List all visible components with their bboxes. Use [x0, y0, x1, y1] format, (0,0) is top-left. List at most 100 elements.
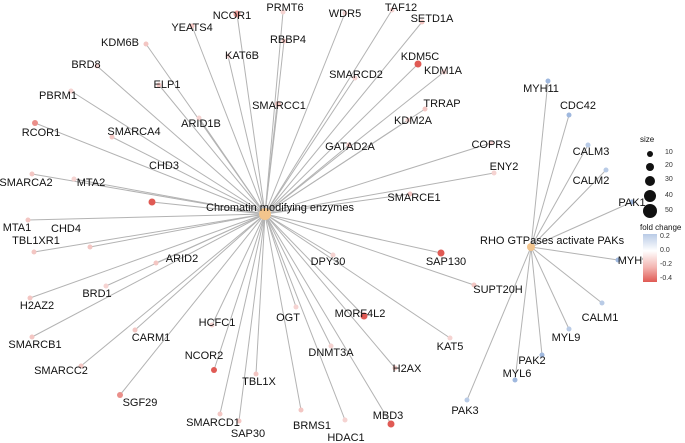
category-node-rho-gtpases-activate-paks[interactable] [527, 243, 535, 251]
gene-node-arid2[interactable] [153, 260, 159, 266]
gene-node-kdm2a[interactable] [405, 117, 411, 123]
gene-node-mta2[interactable] [71, 176, 77, 182]
gene-node-h2ax[interactable] [392, 365, 398, 371]
gene-node-mta1[interactable] [25, 217, 31, 223]
gene-node-kdm1a[interactable] [441, 69, 447, 75]
gene-node-kat5[interactable] [447, 335, 453, 341]
gene-node-cdc42[interactable] [566, 112, 572, 118]
gene-node-pak2[interactable] [539, 352, 545, 358]
gene-label: MYH9 [618, 255, 649, 267]
gene-label: YEATS4 [171, 22, 212, 34]
edge [158, 84, 266, 215]
size-legend-value: 40 [665, 192, 673, 199]
gene-node-ogt[interactable] [293, 304, 299, 310]
edge [89, 213, 266, 248]
gene-node-smarcc1[interactable] [275, 101, 281, 107]
gene-node-calm1[interactable] [599, 300, 605, 306]
gene-label: MTA1 [3, 222, 32, 234]
edge [264, 142, 492, 215]
gene-node-sap30[interactable] [236, 418, 242, 424]
gene-node-carm1[interactable] [132, 327, 138, 333]
gene-node-brd8[interactable] [94, 63, 100, 69]
gene-label: SMARCD2 [329, 69, 383, 81]
edge [27, 213, 266, 221]
edge [264, 213, 365, 317]
gene-node-myl9[interactable] [566, 326, 572, 332]
size-legend-row: 10 [640, 148, 685, 160]
gene-node-dnmt3a[interactable] [328, 343, 334, 349]
gene-label: TBL1X [242, 376, 276, 388]
gene-label: SMARCB1 [8, 339, 61, 351]
gene-node-prmt6[interactable] [280, 9, 286, 15]
gene-node-arid1b[interactable] [196, 115, 202, 121]
gene-node-myh9[interactable] [615, 257, 621, 263]
gene-node-chd3[interactable] [148, 198, 156, 206]
gene-node-rcor1[interactable] [32, 120, 38, 126]
gene-node-tbl1xr1[interactable] [31, 249, 37, 255]
edge [264, 213, 442, 254]
gene-node-calm3[interactable] [585, 142, 591, 148]
gene-node-smarcd2[interactable] [352, 75, 358, 81]
gene-node-kdm5c[interactable] [414, 60, 422, 68]
gene-node-elp1[interactable] [156, 82, 162, 88]
gene-node-myl6[interactable] [512, 377, 518, 383]
gene-label: KAT5 [437, 341, 464, 353]
gene-node-chd4[interactable] [87, 244, 93, 250]
gene-label: HDAC1 [327, 432, 364, 443]
gene-label: CHD3 [149, 160, 179, 172]
gene-node-pak3[interactable] [464, 397, 470, 403]
gene-node-hdac1[interactable] [342, 417, 348, 423]
gene-node-smarca2[interactable] [29, 171, 35, 177]
gene-node-sap130[interactable] [437, 249, 445, 257]
edge [530, 246, 603, 304]
gene-node-tbl1x[interactable] [253, 371, 259, 377]
legend: size 10 20 30 40 50 fold change 0.2 0.0 … [640, 135, 685, 305]
gene-node-smarcc2[interactable] [78, 363, 84, 369]
edge [530, 246, 619, 261]
gene-node-eny2[interactable] [491, 170, 497, 176]
edge [264, 213, 396, 369]
gene-label: SGF29 [123, 397, 158, 409]
edge [151, 201, 266, 215]
gene-node-kat6b[interactable] [225, 53, 231, 59]
edge [530, 114, 570, 248]
gene-label: CALM1 [582, 312, 619, 324]
gene-node-ncor1[interactable] [233, 10, 241, 18]
gene-label: KAT6B [225, 50, 259, 62]
gene-node-dpy30[interactable] [330, 252, 336, 258]
edge [264, 213, 302, 411]
gene-label: BRD1 [82, 288, 111, 300]
gene-node-morf4l2[interactable] [360, 312, 368, 320]
gene-node-h2az2[interactable] [27, 295, 33, 301]
gene-node-ncor2[interactable] [211, 367, 217, 373]
gene-label: SMARCA2 [0, 177, 53, 189]
gene-node-yeats4[interactable] [189, 23, 195, 29]
gene-label: COPRS [471, 139, 510, 151]
gene-node-wdr5[interactable] [342, 10, 348, 16]
gene-node-myh11[interactable] [545, 78, 551, 84]
gene-node-supt20h[interactable] [471, 282, 477, 288]
gene-node-hcfc1[interactable] [209, 322, 215, 328]
gene-node-brd1[interactable] [103, 283, 109, 289]
gene-node-rbbp4[interactable] [281, 38, 287, 44]
gene-node-taf12[interactable] [389, 7, 395, 13]
gene-node-smarcb1[interactable] [29, 334, 35, 340]
gene-node-smarcd1[interactable] [217, 411, 223, 417]
gene-node-sgf29[interactable] [117, 392, 123, 398]
gene-node-smarce1[interactable] [407, 191, 413, 197]
gene-label: PAK1 [618, 197, 645, 209]
gene-node-pbrm1[interactable] [68, 88, 74, 94]
gene-node-coprs[interactable] [488, 140, 494, 146]
gene-node-trrap[interactable] [422, 106, 428, 112]
gene-node-setd1a[interactable] [419, 19, 425, 25]
gene-node-smarca4[interactable] [109, 134, 115, 140]
gene-node-calm2[interactable] [603, 167, 609, 173]
gene-node-gatad2a[interactable] [346, 142, 352, 148]
gene-node-brms1[interactable] [298, 407, 304, 413]
gene-node-pak1[interactable] [629, 199, 635, 205]
edge [264, 213, 334, 256]
category-node-chromatin-modifying-enzymes[interactable] [259, 208, 271, 220]
edge [264, 71, 445, 215]
gene-node-kdm6b[interactable] [143, 41, 149, 47]
gene-node-mbd3[interactable] [387, 420, 395, 428]
